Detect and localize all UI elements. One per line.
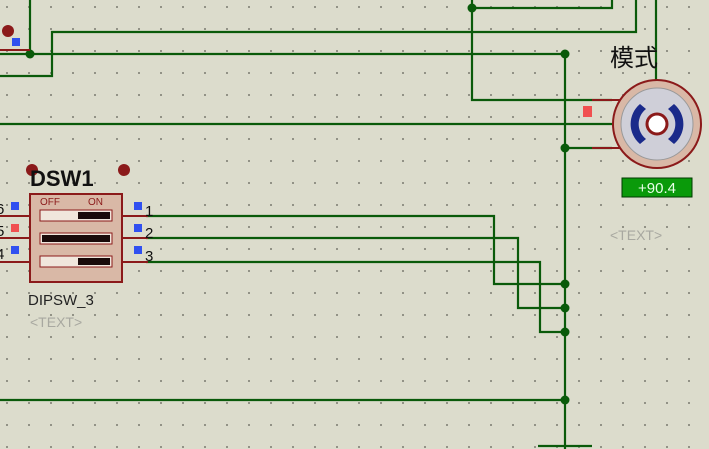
text-placeholder-label: <TEXT>: [610, 227, 662, 243]
pin-number: 3: [145, 248, 153, 265]
junction-dot: [560, 279, 570, 289]
junction-dot: [467, 3, 477, 13]
dip-switch-component[interactable]: DSW1 OFF ON: [0, 164, 153, 330]
junction-dot: [560, 303, 570, 313]
junction-dot: [560, 327, 570, 337]
rpm-readout-box: [621, 177, 693, 198]
text-placeholder-label: <TEXT>: [30, 314, 82, 330]
motor-label: 模式: [610, 44, 658, 72]
pin-state-low-icon: [12, 38, 20, 46]
pin-number: 5: [0, 223, 4, 240]
wire[interactable]: [472, 0, 614, 10]
part-name-label: DIPSW_3: [28, 292, 94, 309]
pin-state-low-icon: [134, 246, 142, 254]
pin-number: 1: [145, 203, 153, 220]
probe-marker-icon: [26, 164, 38, 176]
pin-number: 2: [145, 225, 153, 242]
junction-dot: [560, 49, 570, 59]
pin-state-high-icon: [11, 224, 19, 232]
pin-number: 4: [0, 246, 4, 263]
junction-dot: [560, 395, 570, 405]
pin-number: 6: [0, 201, 4, 218]
switch-slide-3[interactable]: [39, 255, 113, 268]
pin-state-low-icon: [134, 202, 142, 210]
wire[interactable]: [146, 260, 565, 334]
on-label: ON: [88, 197, 103, 208]
switch-slide-1[interactable]: [39, 209, 113, 222]
pin-state-low-icon: [11, 202, 19, 210]
motor-shaft-icon: [645, 112, 669, 136]
wire[interactable]: [470, 0, 565, 102]
rpm-readout: +90.4: [638, 180, 676, 197]
pin-state-low-icon: [134, 224, 142, 232]
motor-magnet-icon: [630, 104, 646, 144]
wires[interactable]: [0, 0, 658, 449]
partial-component[interactable]: [0, 25, 30, 51]
probe-marker-icon: [2, 25, 14, 37]
junctions: [25, 3, 570, 405]
wire[interactable]: [0, 0, 638, 78]
junction-dot: [560, 143, 570, 153]
wire[interactable]: [146, 236, 565, 310]
motor-magnet-icon: [668, 104, 684, 144]
wire[interactable]: [146, 214, 565, 286]
motor-component[interactable]: 模式 +90.4 <TEXT>: [583, 44, 702, 243]
component-ref-label: DSW1: [30, 166, 94, 191]
pin-state-high-icon: [583, 106, 592, 117]
pin-state-low-icon: [11, 246, 19, 254]
junction-dot: [25, 49, 35, 59]
probe-marker-icon: [118, 164, 130, 176]
off-label: OFF: [40, 197, 60, 208]
switch-slide-2[interactable]: [39, 232, 113, 245]
